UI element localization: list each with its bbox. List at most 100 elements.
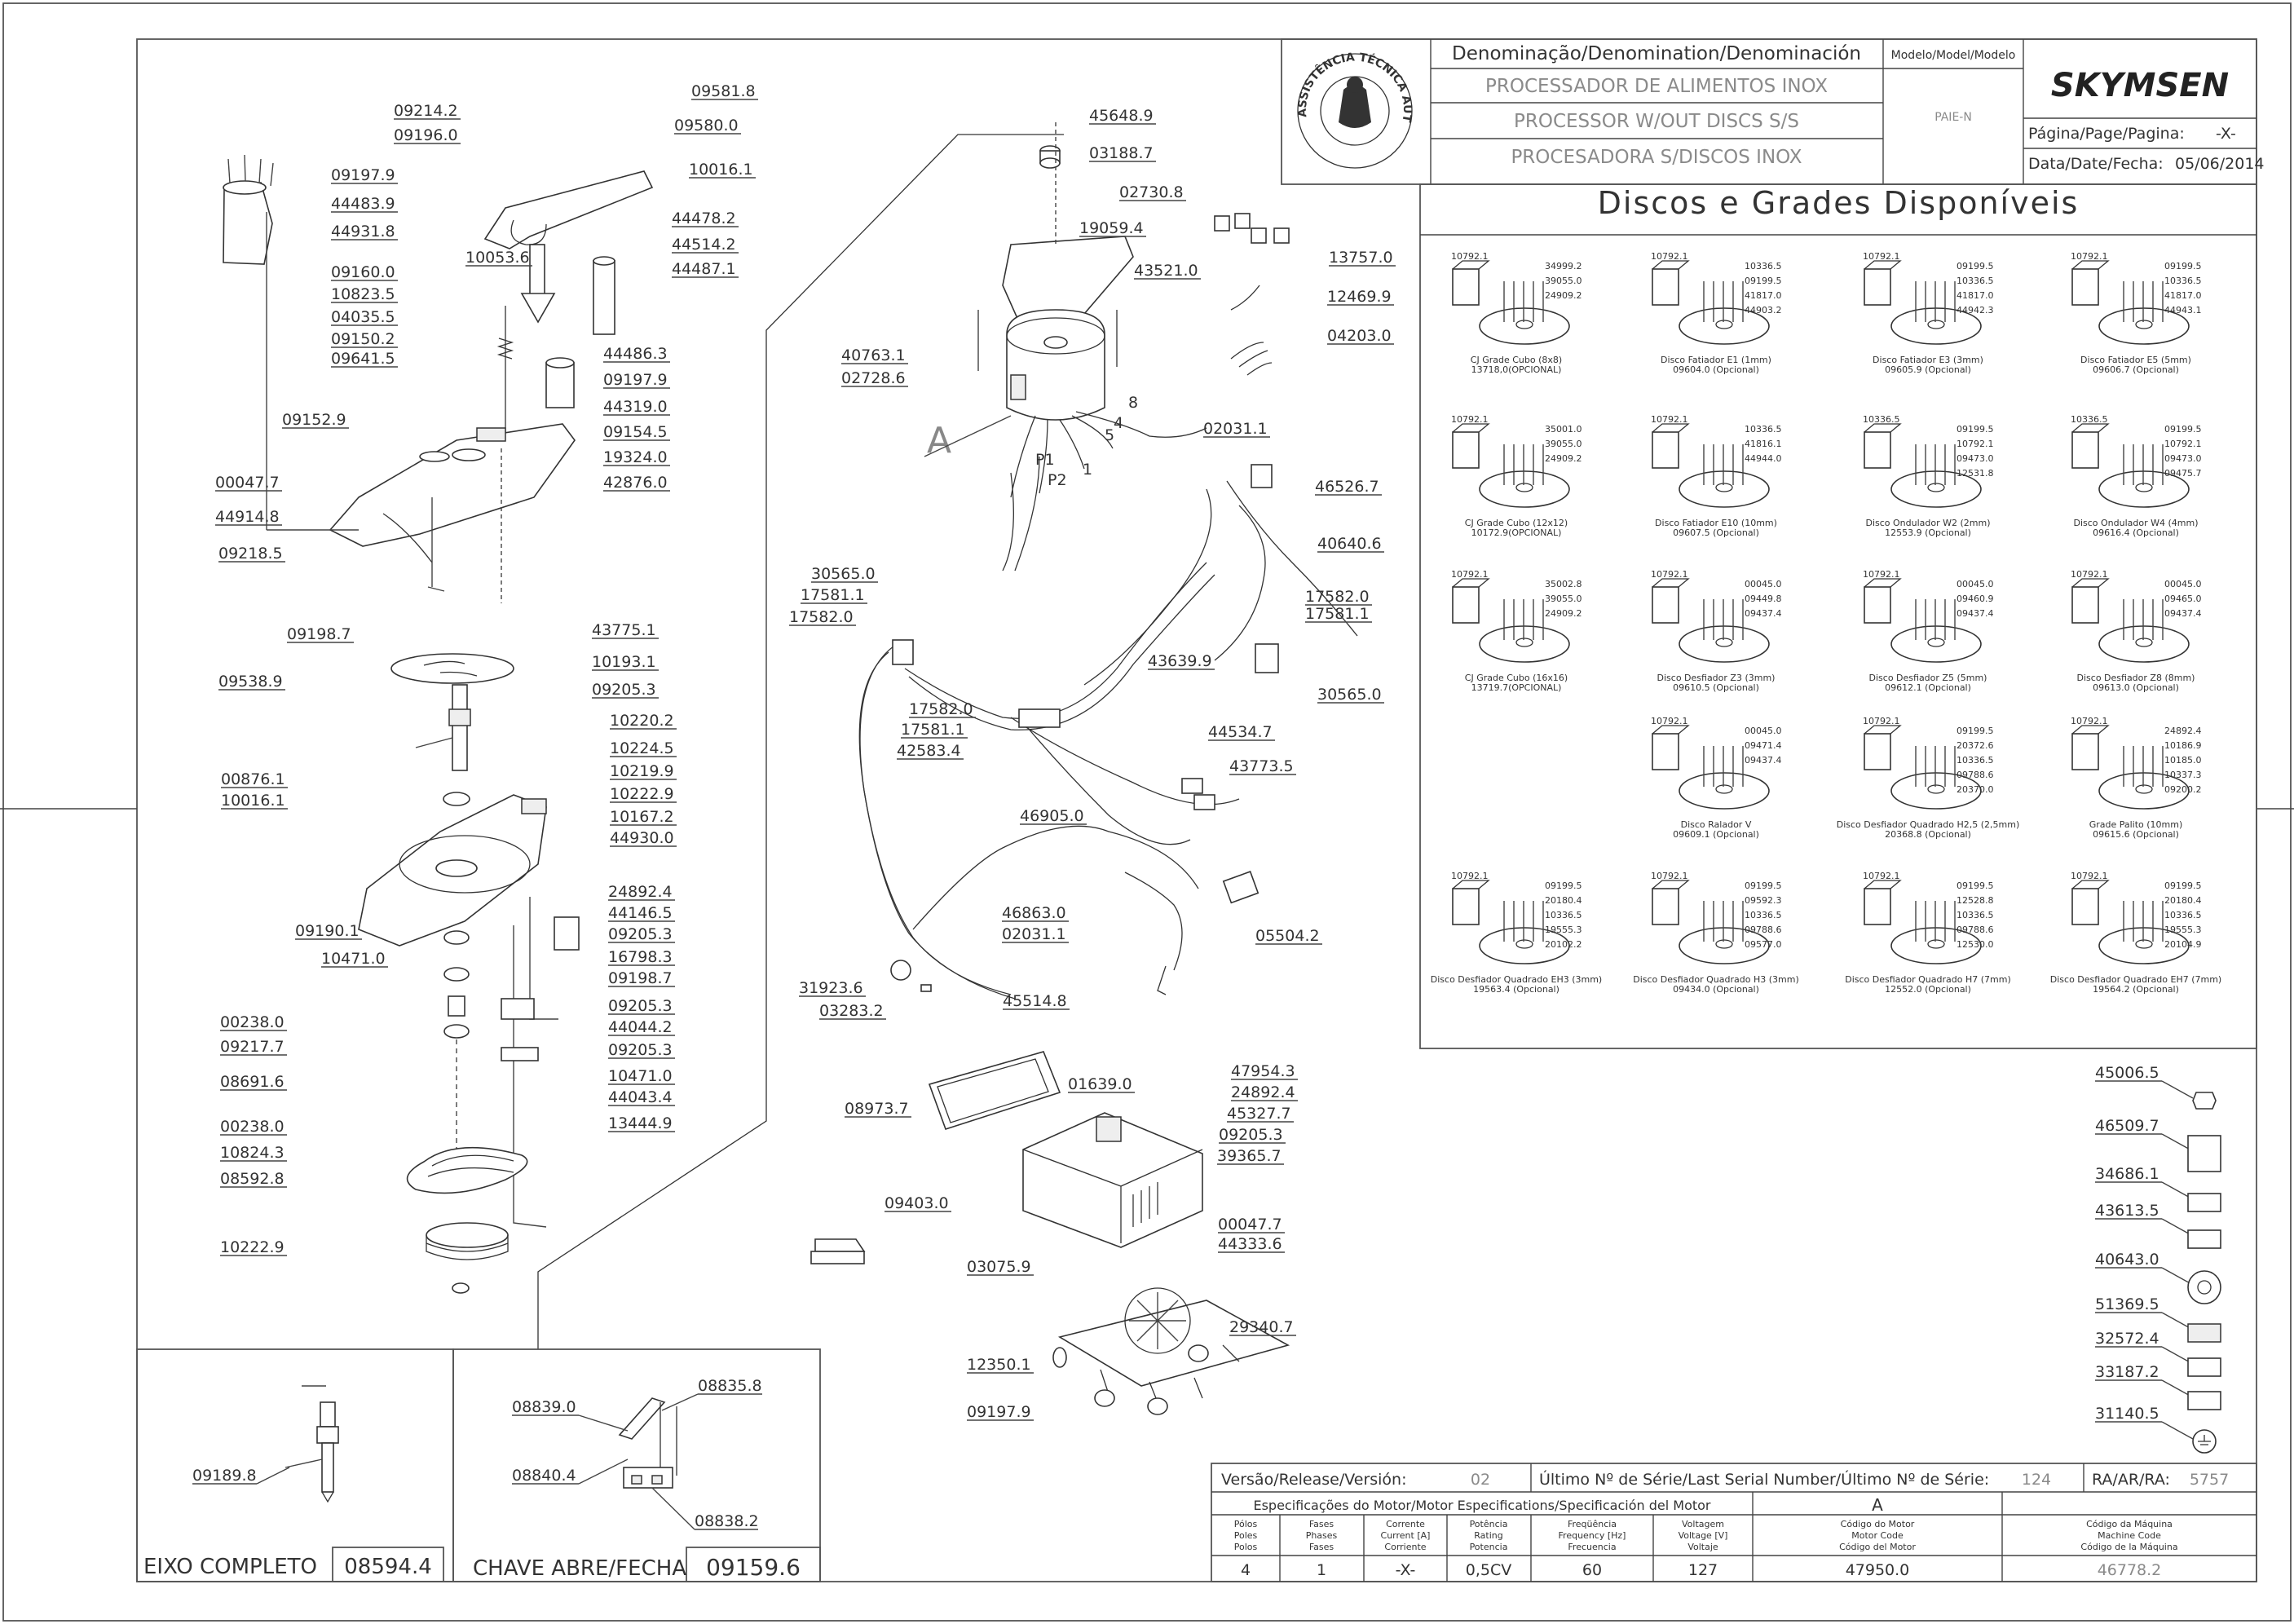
wire-8: 8 — [1128, 394, 1138, 412]
part-label: 09198.7 — [608, 969, 673, 987]
svg-text:ASSISTÊNCIA TÉCNICA AUTORIZADA: ASSISTÊNCIA TÉCNICA AUTORIZADA — [0, 0, 1414, 124]
disc-code: 09613.0 (Opcional) — [2093, 682, 2179, 693]
disc-part-code: 44903.2 — [1745, 305, 1782, 316]
part-label: 24892.4 — [608, 883, 673, 901]
wire-1: 1 — [1083, 461, 1092, 479]
loose-part-label: 34686.1 — [2095, 1165, 2159, 1183]
part-label: 08973.7 — [845, 1100, 909, 1118]
part-label: 42876.0 — [603, 474, 668, 492]
disc-part-code: 10792.1 — [2071, 871, 2108, 881]
disc-part-code: 20180.4 — [2164, 895, 2202, 906]
disc-part-code: 39055.0 — [1545, 594, 1582, 604]
date-label: Data/Date/Fecha: — [2028, 155, 2164, 173]
part-label: 08592.8 — [220, 1170, 285, 1188]
part-label: 46526.7 — [1315, 478, 1379, 496]
disc-caption: Disco Desfiador Quadrado H3 (3mm) — [1633, 974, 1799, 985]
disc-caption: Disco Ondulador W2 (2mm) — [1865, 518, 1990, 528]
part-label: 09198.7 — [287, 625, 351, 643]
motor-columns: PólosPolesPolos4FasesPhasesFases1Corrent… — [1234, 1519, 2178, 1579]
disc-part-code: 20180.4 — [1545, 895, 1582, 906]
part-label: 44514.2 — [672, 236, 736, 254]
part-label: 12350.1 — [967, 1356, 1031, 1374]
disc-part-code: 09199.5 — [1957, 261, 1994, 271]
disc-part-code: 10792.1 — [2071, 251, 2108, 262]
disc-caption: Disco Desfiador Quadrado H7 (7mm) — [1845, 974, 2011, 985]
part-label: 44146.5 — [608, 904, 673, 922]
part-label: 09205.3 — [592, 681, 656, 699]
disc-part-code: 09471.4 — [1745, 740, 1782, 751]
part-label: 44333.6 — [1218, 1235, 1282, 1253]
disc-code: 09605.9 (Opcional) — [1885, 364, 1971, 375]
disc-part-code: 10792.1 — [1651, 871, 1688, 881]
disc-part-code: 10792.1 — [1651, 716, 1688, 726]
disc-part-code: 00045.0 — [2164, 579, 2202, 589]
column-header: Rating — [1474, 1530, 1502, 1541]
part-label: 09217.7 — [220, 1038, 285, 1056]
disc-part-code: 10792.1 — [1863, 569, 1900, 580]
disc-code: 12552.0 (Opcional) — [1885, 984, 1971, 995]
disc-part-code: 10792.1 — [1451, 871, 1489, 881]
chave-code: 09159.6 — [706, 1554, 801, 1581]
disc-part-code: 10792.1 — [1651, 414, 1688, 425]
eixo-part: 09189.8 — [192, 1467, 257, 1485]
part-icon — [2192, 1092, 2217, 1110]
disc-part-code: 09437.4 — [1745, 608, 1782, 619]
disc-code: 19564.2 (Opcional) — [2093, 984, 2179, 995]
column-header: Current [A] — [1381, 1530, 1431, 1541]
discs-title: Discos e Grades Disponíveis — [1598, 185, 2080, 221]
part-label: 09197.9 — [331, 166, 395, 184]
disc-caption: CJ Grade Cubo (8x8) — [1471, 355, 1562, 365]
column-header: Voltagem — [1682, 1519, 1724, 1529]
part-label: 10016.1 — [221, 792, 285, 810]
part-label: 29340.7 — [1229, 1318, 1294, 1336]
disc-item: 10792.109199.520180.410336.519555.320104… — [2050, 871, 2221, 995]
part-label: 09196.0 — [394, 126, 458, 144]
part-label: 44483.9 — [331, 195, 395, 213]
disc-part-code: 41816.1 — [1745, 439, 1782, 449]
column-value: 46778.2 — [2098, 1561, 2162, 1579]
part-label: 09197.9 — [603, 371, 668, 389]
part-label: 03188.7 — [1089, 144, 1154, 162]
part-label: 19324.0 — [603, 448, 668, 466]
part-label: 09152.9 — [282, 411, 346, 429]
part-label: 47954.3 — [1231, 1062, 1295, 1080]
part-label: 09538.9 — [218, 673, 283, 691]
disc-code: 19563.4 (Opcional) — [1473, 984, 1559, 995]
part-label: 13444.9 — [608, 1114, 673, 1132]
part-label: 10224.5 — [610, 739, 674, 757]
column-header: Frequency [Hz] — [1559, 1530, 1626, 1541]
disc-part-code: 41817.0 — [2164, 290, 2202, 301]
column-header: Freqüência — [1568, 1519, 1617, 1529]
disc-part-code: 35001.0 — [1545, 424, 1582, 435]
column-header: Phases — [1306, 1530, 1338, 1541]
disc-part-code: 10792.1 — [1451, 569, 1489, 580]
column-header: Código del Motor — [1839, 1542, 1916, 1552]
disc-part-code: 09437.4 — [1745, 755, 1782, 766]
part-label: 05504.2 — [1255, 927, 1320, 945]
chave-box: CHAVE ABRE/FECHA 09159.6 08839.0 08835.8… — [452, 1348, 821, 1582]
disc-part-code: 10336.5 — [1863, 414, 1900, 425]
part-label: 09205.3 — [608, 1041, 673, 1059]
disc-code: 09616.4 (Opcional) — [2093, 527, 2179, 538]
part-label: 44931.8 — [331, 223, 395, 241]
part-label: 17581.1 — [901, 721, 965, 739]
eixo-completo-box: EIXO COMPLETO 08594.4 09189.8 — [136, 1348, 454, 1582]
loose-part-label: 43613.5 — [2095, 1202, 2159, 1220]
disc-part-code: 09577.0 — [1745, 939, 1782, 950]
column-header: Corriente — [1384, 1542, 1426, 1552]
part-label: 10220.2 — [610, 712, 674, 730]
disc-part-code: 19555.3 — [1545, 925, 1582, 935]
part-label: 43773.5 — [1229, 757, 1294, 775]
disc-item: 10792.109199.510336.541817.044943.1Disco… — [2071, 251, 2202, 375]
disc-part-code: 09199.5 — [2164, 880, 2202, 891]
disc-part-code: 10186.9 — [2164, 740, 2202, 751]
part-label: 02728.6 — [841, 369, 906, 387]
part-label: 44486.3 — [603, 345, 668, 363]
discs-panel: Discos e Grades Disponíveis 10792.134999… — [1419, 183, 2257, 1049]
disc-code: 09612.1 (Opcional) — [1885, 682, 1971, 693]
part-label: 04035.5 — [331, 308, 395, 326]
chave-label: CHAVE ABRE/FECHA — [473, 1556, 686, 1581]
column-header: Voltaje — [1687, 1542, 1718, 1552]
